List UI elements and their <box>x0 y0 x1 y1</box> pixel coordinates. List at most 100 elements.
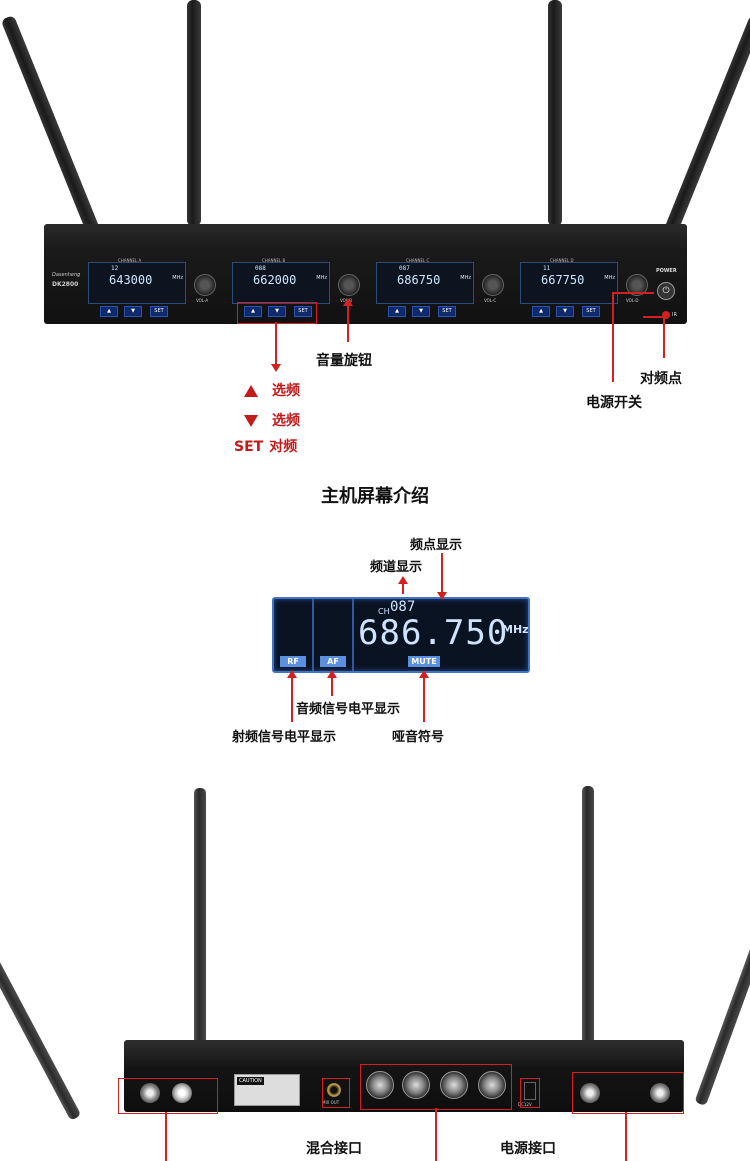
brand-name: Dasenheng <box>52 272 81 278</box>
pair-point-label: 对频点 <box>640 371 682 387</box>
screen-ch-value: 087 <box>390 599 416 615</box>
buttons-callout-arrow <box>271 364 281 372</box>
channel-a-volume-knob[interactable] <box>194 274 216 296</box>
channel-b-ch: 088 <box>255 265 266 272</box>
xlr-line <box>435 1108 437 1161</box>
screen-af-tag: AF <box>320 656 346 667</box>
channel-c-label: CHANNEL C <box>406 258 430 263</box>
channel-d-volume-knob[interactable] <box>626 274 648 296</box>
mix-out-label: MIX OUT <box>322 1100 340 1105</box>
channel-c-down-button[interactable]: ▼ <box>412 306 430 317</box>
channel-d-freq: 667750 <box>541 273 585 287</box>
antenna-front-1 <box>0 14 104 243</box>
channel-a-up-button[interactable]: ▲ <box>100 306 118 317</box>
af-line <box>331 676 333 696</box>
rear-antenna-connector-far-right <box>650 1083 670 1103</box>
antenna-front-2 <box>187 0 201 226</box>
antenna-front-4 <box>660 14 750 243</box>
dc-power-jack[interactable] <box>524 1082 536 1100</box>
ir-sensor <box>662 311 670 319</box>
highlight-buttons-box <box>237 302 317 324</box>
channel-d-ch: 11 <box>543 265 551 272</box>
channel-a-ch: 12 <box>111 265 119 272</box>
channel-b-up-button[interactable]: ▲ <box>244 306 262 317</box>
channel-b-freq: 662000 <box>253 273 297 287</box>
mute-label: 哑音符号 <box>392 730 445 745</box>
mix-out-jack[interactable] <box>327 1083 341 1097</box>
up-triangle-icon <box>244 385 258 397</box>
power-label: POWER <box>656 268 677 274</box>
channel-a-label: CHANNEL A <box>118 258 142 263</box>
channel-c-vol-label: VOL-C <box>484 298 497 303</box>
channel-d-label: CHANNEL D <box>550 258 574 263</box>
channel-a-freq: 643000 <box>109 273 153 287</box>
power-button[interactable]: ⏻ <box>657 282 675 300</box>
caution-text: CAUTION <box>237 1077 264 1085</box>
highlight-rear-left <box>118 1078 218 1114</box>
rf-arrow <box>287 670 297 678</box>
channel-c-volume-knob[interactable] <box>482 274 504 296</box>
xlr-output-1[interactable] <box>366 1071 394 1099</box>
channel-a-down-button[interactable]: ▼ <box>124 306 142 317</box>
highlight-dc <box>520 1078 540 1108</box>
pair-callout-line-h <box>643 316 665 318</box>
channel-c-set-button[interactable]: SET <box>438 306 456 317</box>
highlight-mix-out <box>322 1078 350 1108</box>
channel-b-down-button[interactable]: ▼ <box>268 306 286 317</box>
rear-antenna-connector-right <box>580 1083 600 1103</box>
xlr-output-4[interactable] <box>478 1071 506 1099</box>
section-title: 主机屏幕介绍 <box>321 486 429 507</box>
model-name: DK2800 <box>52 281 79 288</box>
xlr-output-2[interactable] <box>402 1071 430 1099</box>
highlight-xlr <box>360 1064 512 1110</box>
channel-line <box>402 584 404 594</box>
up-select-label: 选频 <box>244 380 300 400</box>
screen-freq: 686.750 <box>358 613 509 653</box>
highlight-rear-right <box>572 1072 684 1114</box>
power-port-label: 电源接口 <box>500 1141 556 1157</box>
rear-left-line <box>165 1112 167 1161</box>
channel-d-set-button[interactable]: SET <box>582 306 600 317</box>
xlr-output-3[interactable] <box>440 1071 468 1099</box>
rf-level-label: 射频信号电平显示 <box>232 730 337 745</box>
rear-antenna-connector-left <box>140 1083 160 1103</box>
channel-d-down-button[interactable]: ▼ <box>556 306 574 317</box>
volume-callout-arrow <box>343 298 353 306</box>
buttons-callout-line <box>275 322 277 366</box>
channel-c-freq: 686750 <box>397 273 441 287</box>
power-callout-line-v <box>612 292 614 382</box>
channel-arrow <box>398 576 408 584</box>
channel-b-display: 088 662000 MHz <box>232 262 330 304</box>
power-icon: ⏻ <box>662 286 670 296</box>
screen-mute-tag: MUTE <box>408 656 440 667</box>
channel-c-up-button[interactable]: ▲ <box>388 306 406 317</box>
mute-line <box>423 676 425 722</box>
volume-callout-line <box>347 302 349 342</box>
screen-rf-tag: RF <box>280 656 306 667</box>
channel-d-mhz: MHz <box>604 275 615 281</box>
dc-label: DC12V <box>518 1102 532 1107</box>
down-select-label: 选频 <box>244 410 300 430</box>
screen-mhz: MHz <box>502 623 529 636</box>
channel-c-display: 087 686750 MHz <box>376 262 474 304</box>
freq-point-arrow <box>437 592 447 600</box>
antenna-back-1 <box>0 850 82 1121</box>
channel-b-volume-knob[interactable] <box>338 274 360 296</box>
channel-d-vol-label: VOL-D <box>626 298 639 303</box>
pair-callout-line-v <box>663 316 665 358</box>
screen-divider-2 <box>352 599 354 671</box>
channel-a-vol-label: VOL-A <box>196 298 209 303</box>
mute-arrow <box>419 670 429 678</box>
screen-divider-1 <box>312 599 314 671</box>
channel-a-display: 12 643000 MHz <box>88 262 186 304</box>
channel-b-set-button[interactable]: SET <box>294 306 312 317</box>
channel-d-up-button[interactable]: ▲ <box>532 306 550 317</box>
caution-label: CAUTION <box>234 1074 300 1106</box>
freq-point-label: 频点显示 <box>410 538 463 553</box>
channel-a-set-button[interactable]: SET <box>150 306 168 317</box>
channel-label: 频道显示 <box>370 560 423 575</box>
power-switch-label: 电源开关 <box>586 395 642 411</box>
screen-diagram: CH 087 686.750 MHz RF AF MUTE <box>272 597 530 673</box>
screen-ch-prefix: CH <box>378 607 390 616</box>
rear-antenna-connector-mid <box>172 1083 192 1103</box>
